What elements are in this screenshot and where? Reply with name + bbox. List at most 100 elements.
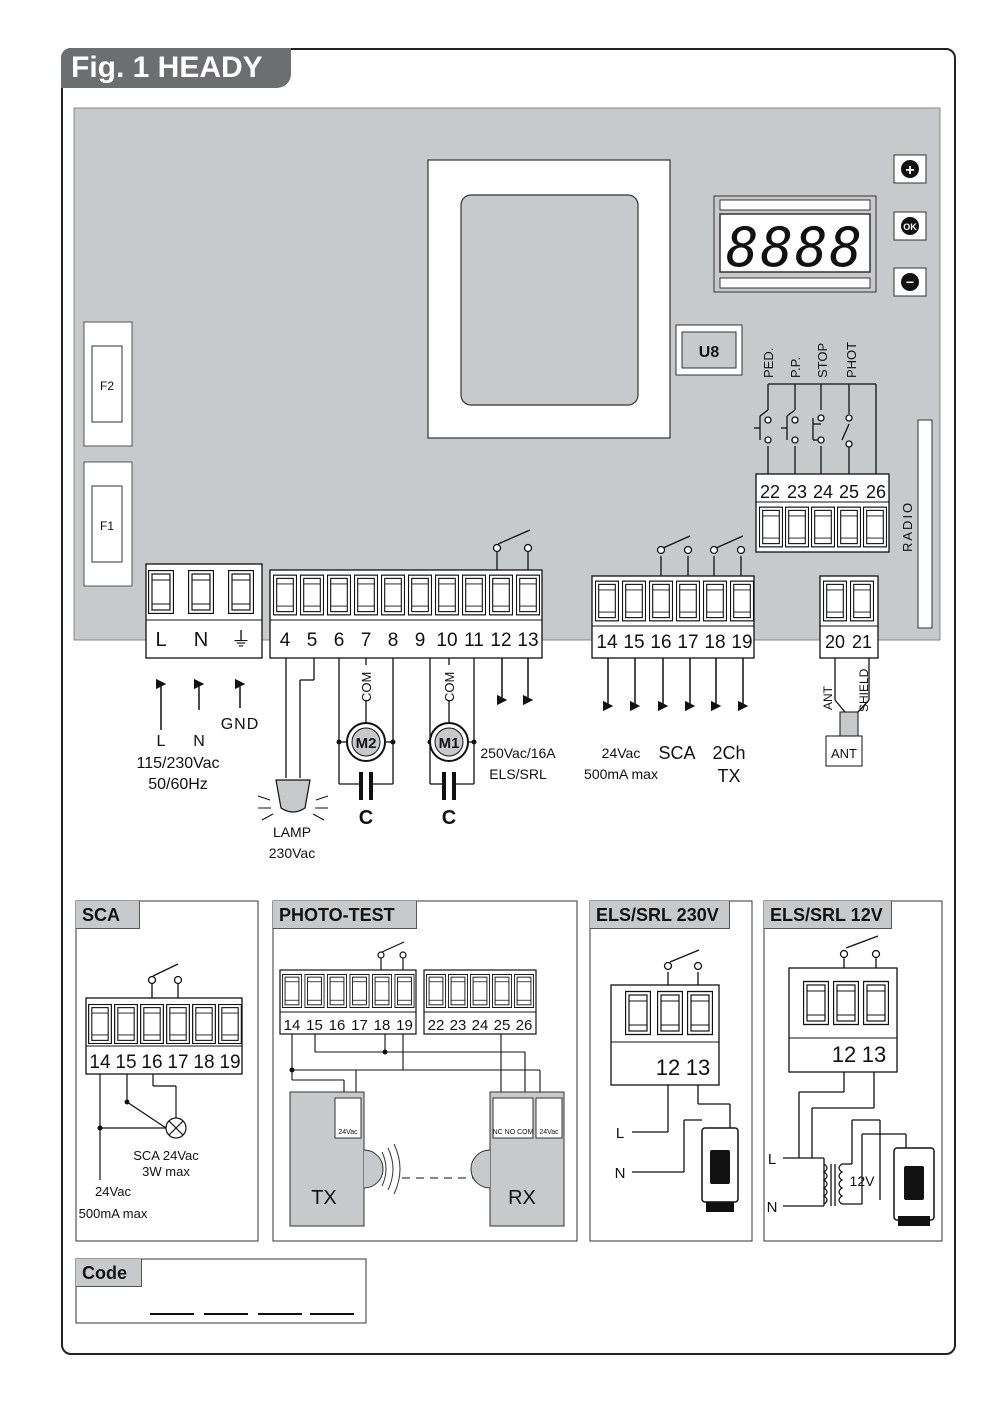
terminal-cell bbox=[408, 574, 432, 616]
svg-text:PHOT: PHOT bbox=[844, 342, 859, 378]
svg-text:L: L bbox=[616, 1125, 624, 1142]
terminal-cell bbox=[381, 574, 405, 616]
terminal-number: 23 bbox=[450, 1017, 467, 1034]
figure-title: Fig. 1 HEADY bbox=[61, 48, 291, 88]
svg-text:L: L bbox=[768, 1151, 776, 1168]
terminal-number: 17 bbox=[167, 1052, 188, 1073]
terminal-number: 16 bbox=[141, 1052, 162, 1073]
lamp-icon bbox=[257, 779, 329, 821]
terminal-cell bbox=[492, 974, 512, 1008]
terminal-number: 25 bbox=[494, 1017, 511, 1034]
terminal-number: 12 bbox=[490, 630, 511, 651]
svg-text:20: 20 bbox=[825, 632, 845, 652]
svg-text:24Vac: 24Vac bbox=[602, 745, 641, 761]
terminal-cell bbox=[516, 574, 540, 616]
terminal-number: 19 bbox=[219, 1052, 240, 1073]
terminal-cell bbox=[462, 574, 486, 616]
figure-frame bbox=[61, 48, 956, 1355]
svg-text:50/60Hz: 50/60Hz bbox=[148, 776, 208, 793]
svg-text:500mA max: 500mA max bbox=[584, 766, 658, 782]
svg-text:L: L bbox=[157, 733, 166, 750]
terminal-cell bbox=[622, 580, 646, 622]
svg-text:M1: M1 bbox=[439, 735, 460, 752]
terminal-cell bbox=[394, 974, 415, 1008]
svg-text:COM: COM bbox=[442, 672, 457, 702]
svg-text:C: C bbox=[442, 807, 456, 829]
terminal-cell bbox=[514, 974, 534, 1008]
svg-text:13: 13 bbox=[862, 1042, 886, 1067]
svg-text:250Vac/16A: 250Vac/16A bbox=[480, 745, 556, 761]
svg-text:12V: 12V bbox=[850, 1173, 876, 1189]
terminal-cell bbox=[489, 574, 513, 616]
terminal-number: 14 bbox=[89, 1052, 111, 1073]
svg-text:24Vac: 24Vac bbox=[338, 1129, 358, 1136]
svg-text:⏚: ⏚ bbox=[231, 629, 251, 651]
svg-text:−: − bbox=[906, 274, 914, 290]
els12-title: ELS/SRL 12V bbox=[764, 901, 892, 929]
svg-text:21: 21 bbox=[852, 632, 872, 652]
svg-text:24Vac: 24Vac bbox=[539, 1129, 559, 1136]
terminal-number: 10 bbox=[436, 630, 457, 651]
svg-text:STOP: STOP bbox=[815, 343, 830, 378]
svg-text:500mA max: 500mA max bbox=[79, 1206, 148, 1221]
terminal-number: 6 bbox=[334, 630, 345, 651]
terminal-cell bbox=[282, 974, 302, 1008]
svg-text:SHIELD: SHIELD bbox=[857, 668, 871, 712]
terminal-number: 7 bbox=[361, 630, 372, 651]
terminal-number: 9 bbox=[415, 630, 426, 651]
svg-text:SCA 24Vac: SCA 24Vac bbox=[133, 1148, 199, 1163]
terminal-cell bbox=[703, 580, 727, 622]
svg-text:+: + bbox=[905, 162, 914, 179]
terminal-cell bbox=[435, 574, 459, 616]
svg-text:25: 25 bbox=[839, 482, 859, 502]
svg-text:2Ch: 2Ch bbox=[712, 743, 745, 763]
terminal-number: 8 bbox=[388, 630, 399, 651]
terminal-block-inputs: 22 23 24 25 26 bbox=[755, 473, 890, 553]
fuse-f2: F2 bbox=[83, 321, 133, 447]
terminal-number: 19 bbox=[396, 1017, 413, 1034]
terminal-number: 17 bbox=[677, 632, 698, 653]
els230-title: ELS/SRL 230V bbox=[590, 901, 730, 929]
radio-slot bbox=[917, 419, 933, 629]
terminal-number: 4 bbox=[280, 630, 291, 651]
terminal-number: 19 bbox=[731, 632, 752, 653]
terminal-number: 14 bbox=[284, 1017, 301, 1034]
terminal-number: 15 bbox=[306, 1017, 323, 1034]
svg-text:U8: U8 bbox=[699, 344, 720, 361]
svg-text:230Vac: 230Vac bbox=[269, 845, 315, 861]
terminal-number: 14 bbox=[596, 632, 618, 653]
terminal-number: 16 bbox=[329, 1017, 346, 1034]
ok-button: OK bbox=[893, 211, 927, 241]
svg-text:13: 13 bbox=[686, 1055, 710, 1080]
svg-text:C: C bbox=[359, 807, 373, 829]
svg-text:LAMP: LAMP bbox=[273, 824, 311, 840]
svg-text:F1: F1 bbox=[100, 519, 114, 533]
fuse-f1: F1 bbox=[83, 461, 133, 587]
terminal-cell bbox=[88, 1004, 112, 1044]
terminal-cell bbox=[114, 1004, 138, 1044]
svg-text:GND: GND bbox=[221, 716, 260, 733]
terminal-cell bbox=[426, 974, 446, 1008]
svg-text:NC NO COM: NC NO COM bbox=[493, 1129, 534, 1136]
svg-text:12: 12 bbox=[832, 1042, 856, 1067]
svg-text:24Vac: 24Vac bbox=[95, 1184, 131, 1199]
minus-button: − bbox=[893, 267, 927, 297]
terminal-cell bbox=[354, 574, 378, 616]
terminal-number: 13 bbox=[517, 630, 538, 651]
terminal-cell bbox=[372, 974, 392, 1008]
terminal-number: 15 bbox=[115, 1052, 136, 1073]
terminal-number: 18 bbox=[193, 1052, 214, 1073]
display-digits: 8888 bbox=[726, 216, 864, 279]
svg-text:M2: M2 bbox=[356, 735, 377, 752]
terminal-cell bbox=[304, 974, 325, 1008]
svg-text:26: 26 bbox=[866, 482, 886, 502]
code-title: Code bbox=[76, 1259, 142, 1287]
svg-text:N: N bbox=[193, 733, 205, 750]
svg-text:23: 23 bbox=[787, 482, 807, 502]
display-module: 8888 bbox=[713, 195, 877, 293]
chip-u8: U8 bbox=[675, 324, 743, 376]
svg-text:SCA: SCA bbox=[658, 743, 695, 763]
